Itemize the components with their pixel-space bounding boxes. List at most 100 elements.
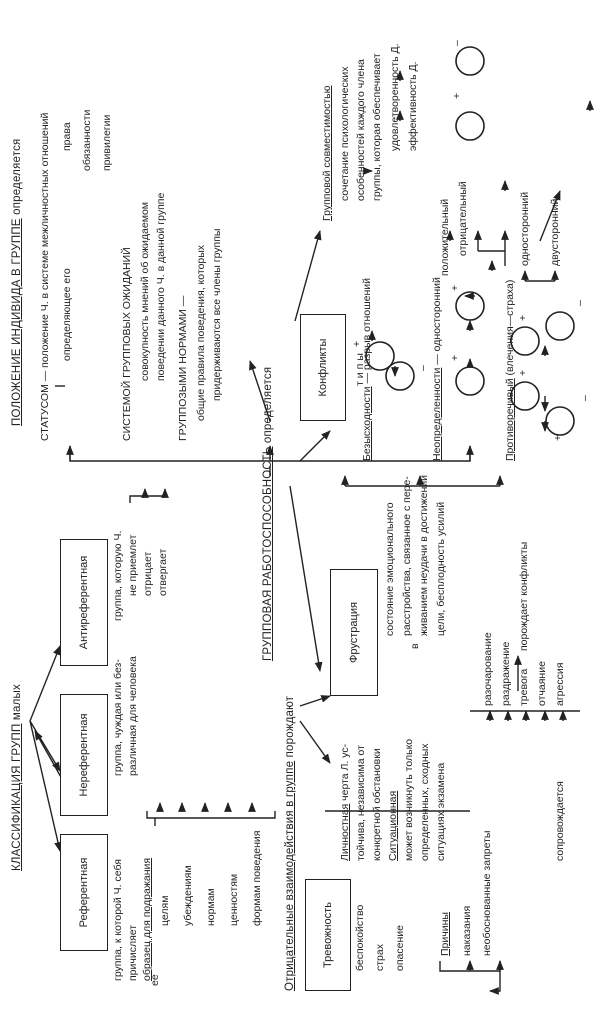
interaction-title: Отрицательные взаимодействия в группе: [284, 760, 296, 991]
compatibility-title: Групповой совместимостью: [321, 85, 333, 221]
compatibility-desc-2: особенностей каждого члена: [355, 59, 367, 201]
contradictory-sign-2: +: [517, 314, 529, 321]
uncertainty-sign-2: +: [449, 284, 461, 291]
referent-desc-1: группа, к которой Ч. себя: [112, 859, 124, 981]
frustration-desc-1: состояние эмоционального: [384, 502, 396, 636]
hopeless-line: Безысходности — разрыв отношений: [361, 278, 373, 461]
causes-label: Причины: [439, 912, 451, 956]
referent-desc-2: причисляет: [127, 924, 139, 981]
uncertainty-desc: — односторонний: [431, 277, 443, 365]
situational-line-2: определенных, сходных: [419, 743, 431, 862]
status-right-1: права: [61, 122, 73, 151]
frustration-desc-3: живанием неудачи в достижении: [418, 474, 430, 636]
situational-label: Ситуационная: [387, 790, 399, 861]
hopeless-sign-minus: –: [417, 365, 429, 371]
conflicts-word: конфликты: [518, 541, 530, 596]
personal-desc: черта Л. ус-: [339, 743, 351, 801]
antireferent-box: Антиреферентная: [60, 539, 108, 666]
contradictory-branch-1: односторонний: [519, 191, 531, 266]
antireferent-desc: группа, которую Ч.: [112, 530, 124, 621]
compatibility-sign-2: –: [451, 40, 463, 46]
uncertainty-sign-1: +: [449, 354, 461, 361]
referent-sample-prefix: ее: [149, 974, 161, 986]
compatibility-outcome-2: эффективность Д.: [407, 61, 419, 151]
compatibility-outcome-1: удовлетворенность Д.: [389, 43, 401, 151]
antireferent-box-label: Антиреферентная: [78, 555, 90, 650]
interaction-title-suffix: порождают: [284, 695, 296, 758]
capacity-title-block: ГРУППОВАЯ РАБОТОСПОСОБНОСТЬ определяется: [262, 366, 275, 661]
status-right-2: обязанности: [81, 109, 93, 171]
anxiety-box: Тревожность: [305, 879, 351, 991]
referent-item-1: целям: [159, 895, 171, 926]
referent-item-2: убеждениям: [182, 865, 194, 926]
cause-1: наказания: [461, 905, 473, 956]
uncertainty-branch-2: отрицательный: [457, 181, 469, 256]
frustration-box: Фрустрация: [330, 569, 378, 696]
capacity-title: ГРУППОВАЯ РАБОТОСПОСОБНОСТЬ: [262, 446, 274, 661]
frustration-box-label: Фрустрация: [348, 602, 360, 663]
feeling-3: тревога: [518, 668, 530, 706]
compatibility-desc-3: группы, которая обеспечивает: [371, 53, 383, 201]
contradictory-label: Противоречивый: [504, 378, 516, 461]
contradictory-desc: (влечения—страха): [504, 279, 516, 376]
classification-title-suffix: малых: [11, 684, 23, 721]
expectations-desc-1: совокупность мнений об ожидаемом: [139, 201, 151, 381]
conflicts-box: Конфликты: [300, 314, 346, 421]
referent-box: Референтная: [60, 834, 108, 951]
frustration-desc-2: расстройства, связанное с пере-: [401, 476, 413, 636]
personal-line-2: тойчива, независима от: [355, 745, 367, 861]
personal-label: Личностная: [339, 803, 351, 861]
compatibility-sign-1: +: [451, 92, 463, 99]
interaction-title-block: Отрицательные взаимодействия в группе по…: [284, 695, 297, 991]
expectations-label: СИСТЕМОЙ ГРУППОВЫХ ОЖИДАНИЙ: [121, 247, 133, 441]
antireferent-item-1: не приемлет: [127, 534, 139, 596]
contradictory-line: Противоречивый (влечения—страха): [504, 279, 516, 461]
classification-title: КЛАССИФИКАЦИЯ ГРУПП: [11, 723, 23, 871]
expectations-desc-2: поведении данного Ч. в данной группе: [155, 192, 167, 381]
norms-label: ГРУППОЗЫМИ НОРМАМИ —: [177, 295, 189, 441]
frustration-in-word: в: [409, 643, 421, 649]
contradictory-branch-2: двусторонний: [549, 198, 561, 266]
uncertainty-label: Неопределенности: [431, 367, 443, 461]
capacity-title-suffix: определяется: [262, 366, 274, 444]
position-title-block: ПОЛОЖЕНИЕ ИНДИВИДА В ГРУППЕ определяется: [11, 138, 24, 426]
status-sub: определяющее его: [61, 268, 73, 361]
norms-desc-1: общие правила поведения, которых: [195, 244, 207, 421]
status-desc: — положение Ч. в системе межличностных о…: [39, 112, 51, 382]
personal-line-3: конкретной обстановки: [371, 748, 383, 861]
generates-word: порождает: [518, 598, 530, 651]
compatibility-desc-1: сочетание психологических: [339, 66, 351, 201]
contradictory-sign-4: +: [552, 434, 564, 441]
conflicts-box-label: Конфликты: [317, 338, 329, 397]
position-title: ПОЛОЖЕНИЕ ИНДИВИДА В ГРУППЕ: [11, 218, 23, 426]
feeling-1: разочарование: [482, 632, 494, 706]
contradictory-sign-1: +: [517, 369, 529, 376]
referent-sample: образец для подражания: [141, 857, 153, 981]
situational-line-3: ситуациях экзамена: [435, 762, 447, 861]
anxiety-symptom-2: страх: [374, 944, 386, 971]
feeling-2: раздражение: [500, 641, 512, 706]
status-right-3: привилегии: [101, 114, 113, 171]
hopeless-desc: — разрыв отношений: [361, 278, 373, 384]
position-title-suffix: определяется: [11, 138, 23, 215]
status-label: СТАТУСОМ: [39, 384, 51, 441]
frustration-generates: порождает конфликты: [518, 541, 530, 651]
nonreferent-desc-1: группа, чуждая или без-: [112, 659, 124, 776]
personal-line-1: Личностная черта Л. ус-: [339, 743, 351, 861]
nonreferent-box: Нереферентная: [60, 694, 108, 816]
cause-2: необоснованные запреты: [481, 830, 493, 956]
anxiety-symptom-1: беспокойство: [354, 904, 366, 971]
status-line: СТАТУСОМ — положение Ч. в системе межлич…: [39, 112, 51, 441]
classification-title-block: КЛАССИФИКАЦИЯ ГРУПП малых: [11, 684, 24, 871]
anxiety-box-label: Тревожность: [322, 902, 334, 968]
referent-item-4: ценностям: [228, 873, 240, 926]
referent-item-5: формам поведения: [251, 830, 263, 926]
hopeless-label: Безысходности: [361, 386, 373, 461]
uncertainty-branch-1: положительный: [439, 198, 451, 276]
feeling-4: отчаяние: [536, 661, 548, 706]
hopeless-sign-plus: +: [351, 340, 363, 347]
situational-line-1: может возникнуть только: [403, 738, 415, 861]
contradictory-sign-5: –: [574, 300, 586, 306]
